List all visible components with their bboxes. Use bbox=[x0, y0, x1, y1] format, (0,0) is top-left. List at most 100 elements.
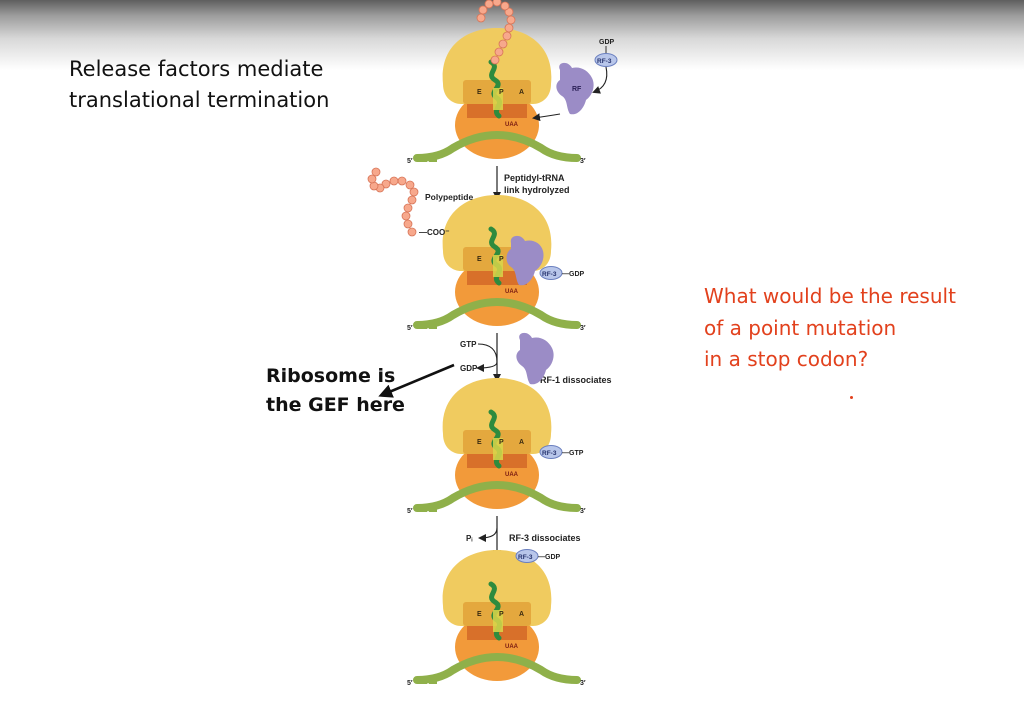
mrna-5-end bbox=[417, 504, 427, 512]
amino-acid-bead bbox=[498, 39, 508, 49]
rf-protein bbox=[556, 62, 594, 115]
five-prime-label: 5′ bbox=[407, 325, 413, 332]
amino-acid-bead bbox=[371, 167, 381, 177]
three-prime-label: 3′ bbox=[580, 508, 586, 515]
pi-curve bbox=[478, 527, 498, 542]
stop-codon-label: UAA bbox=[505, 644, 519, 650]
amino-acid-bead bbox=[367, 174, 377, 184]
site-label-a: A bbox=[519, 439, 524, 446]
five-prime-label: 5′ bbox=[407, 158, 413, 165]
rf1-dissociating bbox=[516, 332, 554, 385]
bound-release-factor bbox=[506, 235, 544, 286]
amino-acid-bead bbox=[407, 227, 417, 237]
gef-arrow bbox=[378, 363, 455, 398]
gtp-curve bbox=[476, 343, 498, 372]
stop-codon-label: UAA bbox=[505, 122, 519, 128]
amino-acid-bead bbox=[506, 15, 516, 25]
title-line-2: translational termination bbox=[69, 88, 330, 112]
site-label-a: A bbox=[519, 611, 524, 618]
top-gdp-label: GDP bbox=[599, 39, 615, 46]
mrna-strand bbox=[413, 481, 581, 512]
amino-acid-bead bbox=[381, 179, 391, 189]
annotation-line-1: Ribosome is bbox=[266, 365, 396, 387]
amino-acid-bead bbox=[502, 31, 512, 41]
five-prime-label: 5′ bbox=[407, 680, 413, 687]
gtp-label: GTP bbox=[460, 340, 477, 349]
rf3-label: RF-3 bbox=[542, 450, 557, 457]
question-line-1: What would be the result bbox=[704, 284, 956, 308]
three-prime-label: 3′ bbox=[580, 680, 586, 687]
site-label-p: P bbox=[499, 611, 504, 618]
amino-acid-bead bbox=[478, 5, 488, 15]
rf-binding-arrow bbox=[532, 113, 561, 122]
gef-annotation: Ribosome is the GEF here bbox=[266, 362, 426, 420]
step1-label-line2: link hydrolyzed bbox=[504, 185, 570, 195]
annotation-line-2: the GEF here bbox=[266, 394, 405, 416]
stop-codon-label: UAA bbox=[505, 289, 519, 295]
amino-acid-bead bbox=[492, 0, 502, 7]
mrna-strand bbox=[413, 131, 581, 162]
rf3-dissociated-oval bbox=[515, 549, 539, 563]
amino-acid-bead bbox=[494, 47, 504, 57]
rf1-dissociates-label: RF-1 dissociates bbox=[540, 375, 612, 385]
stop-codon-label: UAA bbox=[505, 472, 519, 478]
three-prime-label: 3′ bbox=[580, 325, 586, 332]
slide-title: Release factors mediate translational te… bbox=[69, 54, 399, 116]
trna-body bbox=[493, 88, 503, 110]
site-label-p: P bbox=[499, 89, 504, 96]
rf3-dissociated-gdp: —GDP bbox=[538, 554, 561, 561]
rf-label: RF bbox=[572, 86, 582, 93]
rf3-dissociated-label: RF-3 bbox=[518, 554, 533, 561]
mrna-5-end-stub bbox=[429, 154, 437, 162]
site-label-a: A bbox=[519, 89, 524, 96]
top-rf3-label: RF-3 bbox=[597, 58, 612, 65]
mrna-5-end bbox=[417, 321, 427, 329]
site-label-e: E bbox=[477, 439, 482, 446]
amino-acid-bead bbox=[397, 176, 407, 186]
step1-label-line1: Peptidyl-tRNA bbox=[504, 173, 565, 183]
mrna-5-end-stub bbox=[429, 321, 437, 329]
question-line-2: of a point mutation bbox=[704, 315, 897, 340]
amino-acid-bead bbox=[500, 1, 510, 11]
site-label-e: E bbox=[477, 89, 482, 96]
ribosome-stage-3: 5′ 3′ UAA E P A RF-3 —GTP bbox=[407, 378, 586, 515]
trna-body bbox=[493, 255, 503, 277]
amino-acid-bead bbox=[407, 195, 417, 205]
amino-acid-bead bbox=[403, 203, 413, 213]
amino-acid-bead bbox=[401, 211, 411, 221]
amino-acid-bead bbox=[389, 176, 399, 186]
mrna-5-end bbox=[417, 154, 427, 162]
amino-acid-bead bbox=[405, 180, 415, 190]
mrna-strand bbox=[413, 298, 581, 329]
mrna-5-end bbox=[417, 676, 427, 684]
site-label-p: P bbox=[499, 439, 504, 446]
pi-label: Pᵢ bbox=[466, 534, 472, 543]
rf3-oval bbox=[539, 266, 563, 280]
rf3-oval bbox=[539, 445, 563, 459]
amino-acid-bead bbox=[504, 7, 514, 17]
rf3-binding-arrow bbox=[592, 66, 608, 94]
rf3-gtp-label: —GTP bbox=[562, 450, 584, 457]
coo-label: —COO⁻ bbox=[419, 228, 449, 237]
site-label-p: P bbox=[499, 256, 504, 263]
amino-acid-bead bbox=[409, 187, 419, 197]
amino-acid-bead bbox=[403, 219, 413, 229]
rf3-gdp-label: —GDP bbox=[562, 271, 585, 278]
amino-acid-bead bbox=[476, 13, 486, 23]
rf3-label: RF-3 bbox=[542, 271, 557, 278]
attached-polypeptide bbox=[476, 0, 516, 65]
amino-acid-bead bbox=[490, 55, 500, 65]
polypeptide-label: Polypeptide bbox=[425, 192, 473, 202]
five-prime-label: 5′ bbox=[407, 508, 413, 515]
top-rf3-oval bbox=[594, 53, 618, 67]
question-text: What would be the result of a point muta… bbox=[704, 281, 1004, 376]
amino-acid-bead bbox=[484, 0, 494, 9]
stray-dot bbox=[850, 396, 853, 399]
mrna-5-end-stub bbox=[429, 676, 437, 684]
question-line-3: in a stop codon? bbox=[704, 347, 869, 371]
trna-body bbox=[493, 610, 503, 632]
